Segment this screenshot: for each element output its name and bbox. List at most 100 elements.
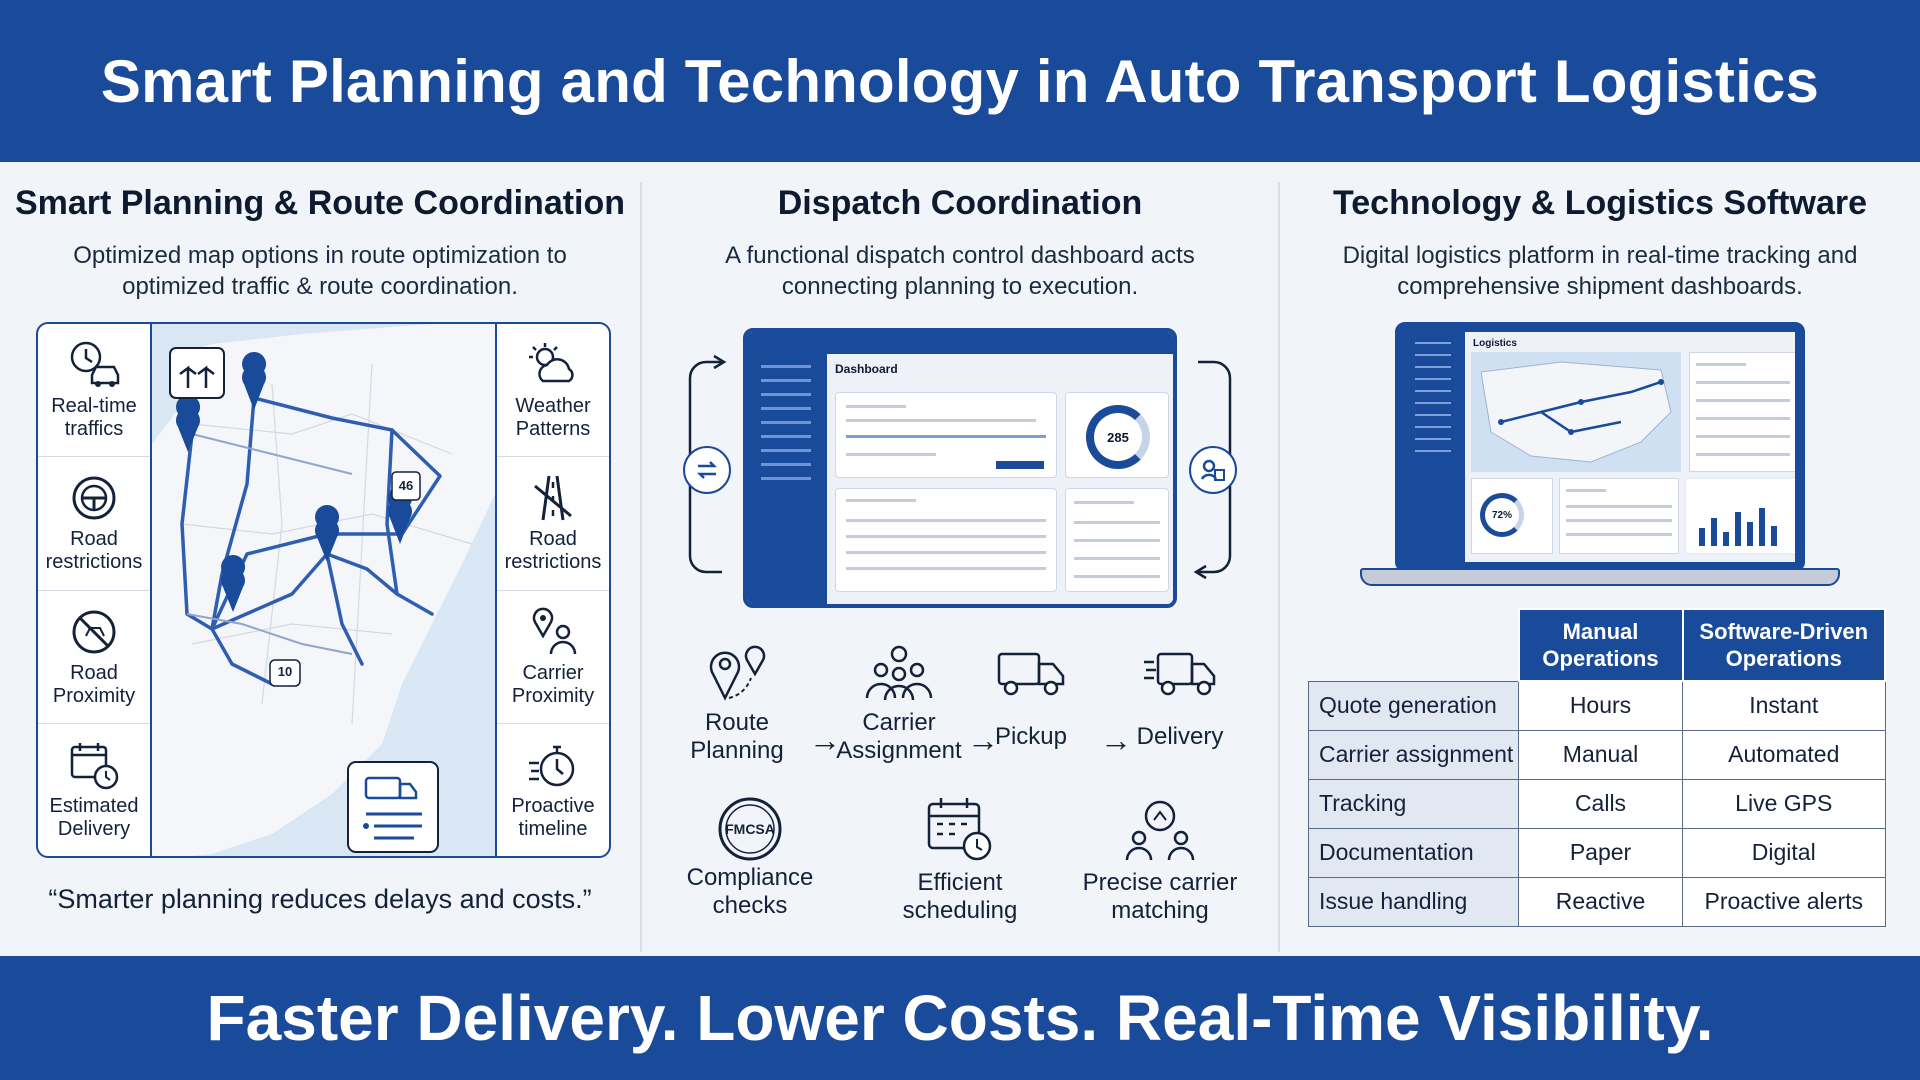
logistics-software-panel: Technology & Logistics Software Digital …: [1280, 162, 1920, 956]
laptop-base: [1360, 568, 1840, 586]
main-content: Smart Planning & Route Coordination Opti…: [0, 162, 1920, 956]
mini-bar-chart: [1685, 478, 1795, 554]
software-value: Automated: [1682, 729, 1886, 780]
software-value: Instant: [1682, 680, 1886, 731]
tile-road-restrictions-right: Road restrictions: [497, 457, 609, 591]
calendar-clock-icon: [927, 798, 992, 861]
logistics-laptop: Logistics: [1360, 322, 1840, 590]
table-row: Tracking Calls Live GPS: [1308, 778, 1886, 829]
feature-compliance-checks: FMCSA Compliance checks: [660, 794, 840, 920]
step-label: Route Planning: [690, 709, 784, 764]
dispatch-user-icon: [1189, 446, 1237, 494]
tile-label: Estimated Delivery: [49, 794, 139, 840]
tracking-map: [1471, 352, 1681, 472]
clock-car-icon: [70, 341, 120, 388]
page-title: Smart Planning and Technology in Auto Tr…: [100, 47, 1820, 115]
route-coordination-panel: Smart Planning & Route Coordination Opti…: [0, 162, 640, 956]
tile-road-restrictions-left: Road restrictions: [38, 457, 150, 591]
step-delivery: Delivery: [1125, 640, 1235, 751]
steering-wheel-icon: [72, 476, 116, 520]
row-label: Issue handling: [1308, 876, 1519, 927]
manual-value: Hours: [1518, 680, 1683, 731]
panel-subtitle: Optimized map options in route optimizat…: [73, 242, 567, 300]
manual-value: Manual: [1518, 729, 1683, 780]
gauge-value: 72%: [1480, 493, 1524, 537]
sync-arrows-icon: [683, 446, 731, 494]
weather-cloud-icon: [529, 343, 574, 383]
feature-label: Efficient scheduling: [902, 869, 1018, 924]
dispatch-donut: 285: [1086, 405, 1150, 469]
tile-weather-patterns: Weather Patterns: [497, 324, 609, 458]
tile-estimated-delivery: Estimated Delivery: [38, 724, 150, 856]
delivery-truck-icon: [1144, 652, 1216, 696]
arrow-right-icon: →: [809, 722, 841, 758]
column-divider: [1278, 182, 1280, 952]
fmcsa-badge-icon: [718, 797, 782, 861]
step-label: Delivery: [1136, 723, 1224, 750]
highway-badge-10: 10: [277, 664, 293, 679]
step-carrier-assignment: Carrier Assignment: [829, 640, 969, 765]
tile-label: Road Proximity: [52, 661, 136, 707]
step-pickup: Pickup: [981, 640, 1081, 751]
highway-badge-46: 46: [398, 478, 414, 493]
feature-efficient-scheduling: Efficient scheduling: [870, 794, 1050, 925]
header-manual-operations: Manual Operations: [1517, 608, 1684, 682]
tile-proactive-timeline: Proactive timeline: [497, 724, 609, 856]
tile-label: Real-time traffics: [51, 395, 137, 441]
footer-tagline: Faster Delivery. Lower Costs. Real-Time …: [206, 982, 1714, 1054]
manual-value: Reactive: [1518, 876, 1683, 927]
software-value: Proactive alerts: [1682, 876, 1886, 927]
panel-title: Dispatch Coordination: [777, 184, 1143, 222]
row-label: Carrier assignment: [1308, 729, 1519, 780]
people-group-icon: [865, 645, 933, 701]
header-software-operations: Software-Driven Operations: [1681, 608, 1886, 682]
row-label: Tracking: [1308, 778, 1519, 829]
tile-carrier-proximity: Carrier Proximity: [497, 591, 609, 724]
row-label: Quote generation: [1308, 680, 1519, 731]
logistics-laptop-screen: Logistics: [1395, 322, 1805, 572]
table-row: Issue handling Reactive Proactive alerts: [1308, 876, 1886, 927]
manual-value: Paper: [1518, 827, 1683, 878]
screen-title: Logistics: [1473, 338, 1517, 349]
route-map: 46 10: [152, 324, 495, 856]
header-banner: Smart Planning and Technology in Auto Tr…: [0, 0, 1920, 162]
tile-road-proximity: Road Proximity: [38, 591, 150, 724]
tile-real-time-traffic: Real-time traffics: [38, 324, 150, 458]
table-row: Documentation Paper Digital: [1308, 827, 1886, 878]
step-label: Pickup: [994, 723, 1068, 750]
dispatch-dashboard-screen: Dashboard 285: [743, 328, 1177, 608]
route-map-frame: Real-time traffics Road restrictions Roa…: [36, 322, 611, 858]
location-person-icon: [532, 607, 577, 654]
calendar-clock-icon: [70, 742, 119, 790]
tile-label: Road restrictions: [45, 528, 143, 574]
truck-icon: [997, 652, 1065, 696]
tile-label: Proactive timeline: [511, 794, 595, 840]
feature-label: Precise carrier matching: [1082, 869, 1238, 924]
feature-precise-carrier-matching: Precise carrier matching: [1070, 794, 1250, 925]
road-icon: [534, 476, 572, 521]
dashboard-title: Dashboard: [835, 362, 898, 376]
panel-subtitle: A functional dispatch control dashboard …: [725, 242, 1195, 300]
panel-title: Smart Planning & Route Coordination: [14, 184, 626, 222]
arrow-right-icon: →: [967, 722, 999, 758]
panel-title: Technology & Logistics Software: [1333, 184, 1867, 222]
footer-banner: Faster Delivery. Lower Costs. Real-Time …: [0, 956, 1920, 1080]
right-feature-tiles: Weather Patterns Road restrictions Carri…: [495, 324, 609, 856]
tile-label: Carrier Proximity: [511, 661, 595, 707]
operations-comparison-table: Manual Operations Software-Driven Operat…: [1308, 608, 1886, 927]
manual-value: Calls: [1518, 778, 1683, 829]
table-row: Carrier assignment Manual Automated: [1308, 729, 1886, 780]
handshake-people-icon: [1125, 800, 1195, 861]
arrow-right-icon: →: [1100, 722, 1132, 758]
software-value: Digital: [1682, 827, 1886, 878]
tile-label: Road restrictions: [504, 528, 602, 574]
planning-quote: “Smarter planning reduces delays and cos…: [48, 884, 592, 914]
software-value: Live GPS: [1682, 778, 1886, 829]
step-label: Carrier Assignment: [836, 709, 962, 764]
panel-subtitle: Digital logistics platform in real-time …: [1342, 242, 1858, 300]
stopwatch-icon: [529, 745, 575, 787]
dispatch-coordination-panel: Dispatch Coordination A functional dispa…: [640, 162, 1280, 956]
fmcsa-label: FMCSA: [725, 821, 775, 837]
row-label: Documentation: [1308, 827, 1519, 878]
column-divider: [640, 182, 642, 952]
